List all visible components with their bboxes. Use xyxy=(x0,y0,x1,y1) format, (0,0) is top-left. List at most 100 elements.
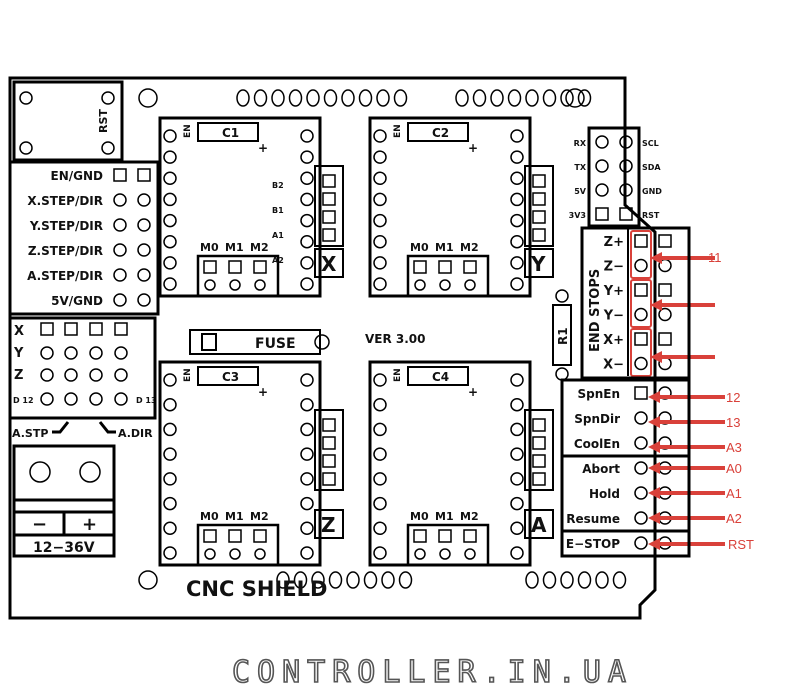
header-hole xyxy=(507,89,522,107)
driver-pin xyxy=(163,256,177,270)
driver-pin xyxy=(163,171,177,186)
power-minus: − xyxy=(32,514,47,535)
microstep-pin xyxy=(229,279,241,291)
driver-pin xyxy=(510,546,524,560)
capacitor-plus: + xyxy=(468,141,478,155)
pin-annotation-label: 13 xyxy=(726,415,740,430)
left-header-pin xyxy=(137,193,151,207)
left-header-pin xyxy=(137,293,151,307)
pin-annotation-label: RST xyxy=(728,537,754,552)
header-hole xyxy=(595,571,609,589)
control-pins-block xyxy=(560,378,691,558)
microstep-pin xyxy=(414,279,426,291)
driver-pin xyxy=(373,129,387,143)
driver-pin xyxy=(510,213,524,228)
driver-en-label: EN xyxy=(183,124,193,138)
driver-pin xyxy=(373,171,387,186)
jumper-pin xyxy=(89,392,103,406)
motor-connector-pin xyxy=(322,192,336,206)
uart-pad xyxy=(595,207,609,221)
d13-label: D 13 xyxy=(136,396,157,405)
reset-label: RST xyxy=(97,109,110,133)
microstep-label: M0 xyxy=(410,241,429,254)
driver-pin xyxy=(163,213,177,228)
arrow-head xyxy=(650,252,662,264)
axis-label-box xyxy=(314,248,344,278)
axis-label-box xyxy=(314,509,344,539)
resistor-r1: R1 xyxy=(552,289,572,381)
microstep-pin xyxy=(464,548,476,560)
reset-button-hole xyxy=(101,91,115,105)
arrow-head xyxy=(648,441,660,453)
left-header-label: EN/GND xyxy=(51,169,104,183)
uart-right-label: SCL xyxy=(642,139,659,148)
driver-pin xyxy=(510,150,524,164)
driver-en-label: EN xyxy=(183,368,193,382)
microstep-pad xyxy=(438,260,452,274)
header-hole xyxy=(612,571,627,589)
highlight-box xyxy=(630,230,652,279)
header-hole xyxy=(253,89,268,107)
microstep-jumpers xyxy=(196,254,280,298)
header-hole xyxy=(381,571,395,589)
control-pin xyxy=(634,461,648,475)
driver-en-label: EN xyxy=(393,368,403,382)
microstep-pad xyxy=(438,529,452,543)
mount-hole xyxy=(138,570,158,590)
pin-annotation-label: 12 xyxy=(726,390,740,405)
end-stop-label: Z+ xyxy=(604,235,624,250)
microstep-label: M1 xyxy=(435,510,454,523)
microstep-pin xyxy=(414,548,426,560)
driver-pin xyxy=(373,256,387,270)
driver-pin xyxy=(510,373,524,387)
driver-pin xyxy=(373,373,387,387)
motor-connector-pin xyxy=(322,472,336,486)
jumper-pin xyxy=(64,392,78,406)
driver-pin xyxy=(163,277,177,291)
control-pad xyxy=(634,386,648,400)
pin-annotation-label: A2 xyxy=(726,511,742,526)
microstep-label: M0 xyxy=(200,510,219,523)
driver-pin xyxy=(300,256,314,270)
uart-pin xyxy=(595,159,609,173)
driver-pin xyxy=(163,129,177,143)
jumper-pin xyxy=(114,368,128,382)
driver-pin xyxy=(300,373,314,387)
driver-pin xyxy=(163,192,177,207)
control-pin xyxy=(634,536,648,550)
motor-connector-pin xyxy=(322,418,336,432)
pin-annotation-label: A0 xyxy=(726,461,742,476)
uart-pin xyxy=(619,183,633,197)
header-hole xyxy=(560,571,574,589)
fuse-label: FUSE xyxy=(255,336,296,352)
motor-connector xyxy=(524,409,554,491)
driver-pin xyxy=(373,422,387,437)
motor-connector xyxy=(314,165,344,247)
jumper-pad xyxy=(89,322,103,336)
microstep-pad xyxy=(203,260,217,274)
microstep-label: M0 xyxy=(410,510,429,523)
uart-right-label: RST xyxy=(642,211,660,220)
driver-pin xyxy=(510,234,524,249)
driver-pin xyxy=(163,496,177,511)
end-stop-label: Z− xyxy=(604,260,624,275)
axis-jumper-label: Y xyxy=(13,346,24,361)
end-stop-pin xyxy=(634,307,648,322)
driver-pin xyxy=(300,422,314,437)
driver-pin xyxy=(373,447,387,461)
end-stop-pad xyxy=(658,332,672,346)
axis-jumper-block xyxy=(8,316,157,420)
axis-label: Y xyxy=(530,252,546,276)
driver-pin xyxy=(510,192,524,207)
capacitor xyxy=(197,122,259,142)
driver-pin xyxy=(163,422,177,437)
axis-jumper-label: Z xyxy=(14,368,23,383)
motor-connector-pin xyxy=(532,454,546,468)
driver-pin xyxy=(373,397,387,412)
driver-pin xyxy=(163,234,177,249)
version-label: VER 3.00 xyxy=(365,332,426,346)
microstep-pin xyxy=(464,279,476,291)
motor-connector-pin xyxy=(532,192,546,206)
header-hole xyxy=(455,89,469,107)
